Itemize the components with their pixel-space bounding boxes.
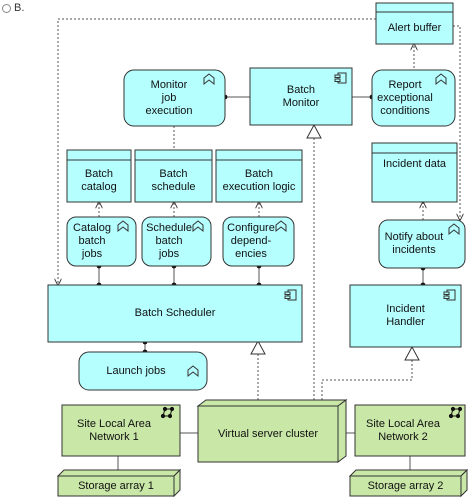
- virtual-cluster-label: Virtual server cluster: [217, 427, 319, 440]
- network-icons: [160, 406, 463, 419]
- network-icon: [448, 406, 463, 419]
- incident-data-label: Incident data: [383, 157, 446, 170]
- technology-nodes: [56, 399, 469, 498]
- batch-schedule-box: [134, 149, 213, 203]
- catalog-batch-jobs-label: Catalog batch jobs: [73, 222, 111, 260]
- launch-jobs-label: Launch jobs: [106, 364, 166, 377]
- answer-option[interactable]: B.: [2, 2, 24, 14]
- launch-jobs-box: [78, 351, 208, 391]
- function-icon: [448, 223, 460, 236]
- incident-handler-box: [349, 284, 462, 348]
- configure-dependencies-label: Configure depend- encies: [227, 222, 275, 260]
- realize-incident: [321, 360, 413, 400]
- option-label: B.: [14, 2, 25, 14]
- storage-array-2-box: [349, 475, 462, 497]
- batch-catalog-box: [66, 149, 132, 203]
- storage-array-2-label: Storage array 2: [367, 479, 444, 492]
- batch-scheduler-label: Batch Scheduler: [134, 307, 216, 319]
- notify-incidents-box: [378, 219, 466, 269]
- incident-handler-label: Incident Handler: [386, 303, 425, 328]
- site-lan-1-label: Site Local Area Network 1: [77, 417, 151, 443]
- flow-alert-scheduler: [58, 18, 376, 285]
- site-lan-2-label: Site Local Area Network 2: [366, 417, 440, 443]
- triangle-scheduler: [250, 339, 266, 355]
- batch-execution-logic-box: [215, 149, 303, 203]
- batch-execution-logic-label: Batch execution logic: [222, 168, 296, 193]
- site-lan-1-box: [61, 404, 181, 457]
- batch-scheduler-box: [47, 284, 303, 343]
- function-icon: [117, 220, 129, 233]
- function-icons: [117, 73, 460, 378]
- virtual-cluster-box: [197, 405, 339, 463]
- batch-monitor-label: Batch Monitor: [282, 83, 320, 109]
- monitor-job-execution-box: [123, 69, 226, 127]
- triangle-monitor: [306, 123, 322, 139]
- batch-catalog-label: Batch catalog: [81, 168, 117, 193]
- storage-array-1-box: [57, 475, 175, 497]
- schedule-batch-jobs-label: Schedule batch jobs: [146, 222, 192, 260]
- component-icons: [284, 72, 456, 301]
- site-lan-2-box: [354, 404, 466, 457]
- radio-button[interactable]: [2, 3, 11, 13]
- batch-schedule-label: Batch schedule: [151, 168, 196, 193]
- function-icon: [203, 73, 215, 86]
- function-icon: [187, 365, 199, 378]
- alert-buffer-label: Alert buffer: [387, 21, 442, 34]
- flow-alert-notify: [453, 25, 460, 220]
- report-conditions-box: [371, 69, 456, 127]
- network-icon: [160, 406, 175, 419]
- realization-heads: [250, 123, 420, 361]
- function-icon: [192, 220, 204, 233]
- alert-buffer-box: [375, 2, 454, 45]
- catalog-batch-jobs-box: [66, 216, 137, 267]
- schedule-batch-jobs-box: [141, 216, 212, 267]
- function-icon: [275, 220, 287, 233]
- report-conditions-label: Report exceptional conditions: [377, 78, 433, 117]
- function-icon: [435, 73, 447, 86]
- storage-array-1-label: Storage array 1: [78, 479, 154, 492]
- cluster-side: [337, 399, 347, 463]
- monitor-job-execution-label: Monitor job execution: [145, 78, 193, 117]
- triangle-incident: [404, 345, 420, 361]
- notify-incidents-label: Notify about incidents: [384, 231, 444, 256]
